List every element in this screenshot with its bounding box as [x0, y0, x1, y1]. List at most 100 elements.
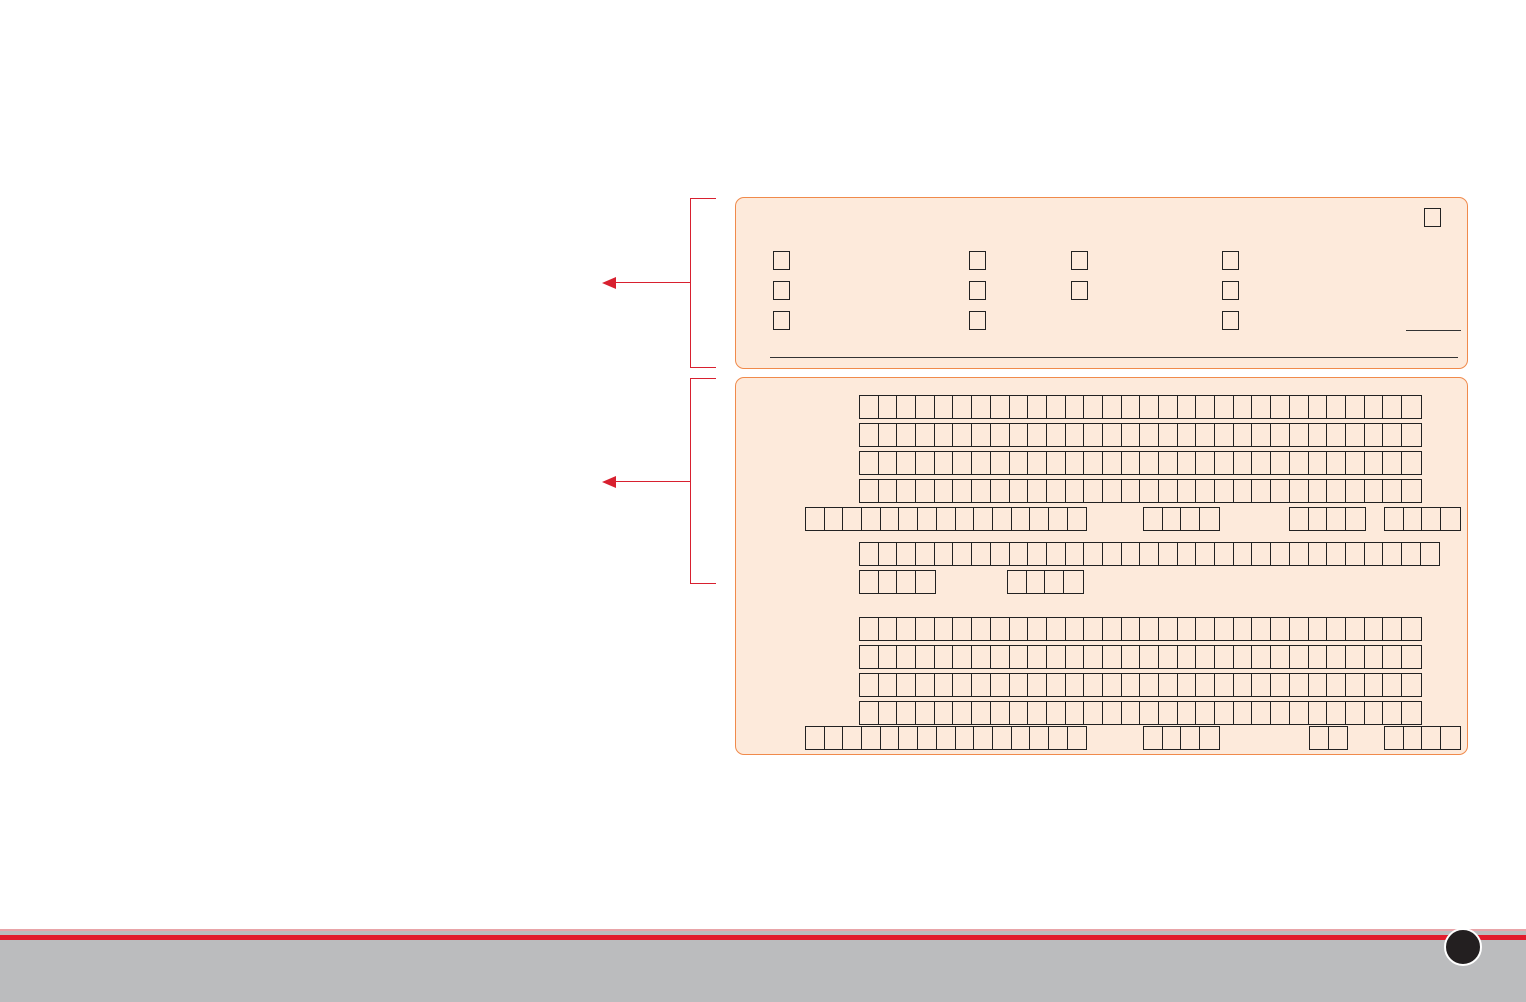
char-cell[interactable] — [916, 618, 935, 640]
char-cell[interactable] — [1234, 543, 1253, 565]
char-cell[interactable] — [1271, 646, 1290, 668]
char-cell[interactable] — [1402, 396, 1421, 418]
char-cell[interactable] — [1178, 480, 1197, 502]
char-cell[interactable] — [1064, 571, 1083, 593]
char-cell[interactable] — [1178, 618, 1197, 640]
char-cell[interactable] — [1215, 480, 1234, 502]
char-cell[interactable] — [1178, 452, 1197, 474]
char-cell[interactable] — [1421, 543, 1440, 565]
char-cell[interactable] — [1103, 646, 1122, 668]
char-cell[interactable] — [1196, 424, 1216, 446]
char-cell[interactable] — [1402, 452, 1421, 474]
char-cell[interactable] — [1309, 480, 1328, 502]
char-cell[interactable] — [1027, 571, 1046, 593]
char-cell[interactable] — [1327, 424, 1346, 446]
char-cell[interactable] — [1252, 480, 1272, 502]
address1-row-2[interactable] — [859, 423, 1422, 447]
char-cell[interactable] — [972, 674, 991, 696]
char-cell[interactable] — [1140, 674, 1159, 696]
char-cell[interactable] — [1196, 480, 1216, 502]
char-cell[interactable] — [860, 396, 879, 418]
signature-line[interactable] — [1406, 330, 1461, 331]
char-cell[interactable] — [972, 452, 991, 474]
char-cell[interactable] — [918, 727, 937, 749]
char-cell[interactable] — [1346, 480, 1365, 502]
char-cell[interactable] — [1084, 543, 1103, 565]
char-cell[interactable] — [1047, 452, 1066, 474]
char-cell[interactable] — [1290, 452, 1309, 474]
char-cell[interactable] — [972, 702, 991, 724]
address1-bottom-field-1[interactable] — [805, 507, 1088, 531]
char-cell[interactable] — [1159, 618, 1178, 640]
char-cell[interactable] — [860, 674, 879, 696]
char-cell[interactable] — [935, 646, 954, 668]
char-cell[interactable] — [1103, 618, 1122, 640]
char-cell[interactable] — [1402, 674, 1421, 696]
char-cell[interactable] — [1383, 646, 1402, 668]
char-cell[interactable] — [1068, 727, 1087, 749]
address1-bottom-field-4[interactable] — [1384, 507, 1461, 531]
char-cell[interactable] — [1346, 618, 1365, 640]
char-cell[interactable] — [1290, 543, 1309, 565]
char-cell[interactable] — [1047, 424, 1066, 446]
char-cell[interactable] — [843, 727, 863, 749]
char-cell[interactable] — [860, 452, 879, 474]
char-cell[interactable] — [1383, 543, 1402, 565]
char-cell[interactable] — [1103, 480, 1122, 502]
address1-row-4[interactable] — [859, 479, 1422, 503]
char-cell[interactable] — [972, 424, 991, 446]
checkbox-r3c2[interactable] — [969, 311, 986, 330]
char-cell[interactable] — [1346, 543, 1365, 565]
char-cell[interactable] — [1271, 618, 1290, 640]
char-cell[interactable] — [1271, 702, 1290, 724]
char-cell[interactable] — [1122, 646, 1141, 668]
char-cell[interactable] — [991, 452, 1010, 474]
char-cell[interactable] — [1140, 543, 1159, 565]
char-cell[interactable] — [1234, 424, 1253, 446]
char-cell[interactable] — [1178, 674, 1197, 696]
char-cell[interactable] — [879, 571, 898, 593]
char-cell[interactable] — [1010, 674, 1029, 696]
char-cell[interactable] — [1346, 396, 1365, 418]
char-cell[interactable] — [825, 727, 844, 749]
char-cell[interactable] — [860, 646, 879, 668]
char-cell[interactable] — [991, 702, 1010, 724]
char-cell[interactable] — [991, 646, 1010, 668]
address2-bottom-field-1[interactable] — [805, 726, 1088, 750]
char-cell[interactable] — [1234, 702, 1253, 724]
char-cell[interactable] — [860, 702, 879, 724]
char-cell[interactable] — [1196, 646, 1216, 668]
char-cell[interactable] — [1010, 618, 1029, 640]
char-cell[interactable] — [881, 727, 900, 749]
char-cell[interactable] — [1215, 702, 1234, 724]
char-cell[interactable] — [1215, 543, 1234, 565]
char-cell[interactable] — [806, 508, 825, 530]
char-cell[interactable] — [1309, 674, 1328, 696]
char-cell[interactable] — [1441, 508, 1460, 530]
char-cell[interactable] — [1163, 508, 1182, 530]
char-cell[interactable] — [1383, 618, 1402, 640]
char-cell[interactable] — [1402, 702, 1421, 724]
char-cell[interactable] — [897, 646, 917, 668]
char-cell[interactable] — [972, 618, 991, 640]
char-cell[interactable] — [1010, 424, 1029, 446]
char-cell[interactable] — [881, 508, 900, 530]
char-cell[interactable] — [1178, 646, 1197, 668]
char-cell[interactable] — [862, 508, 881, 530]
char-cell[interactable] — [953, 674, 973, 696]
char-cell[interactable] — [1066, 702, 1085, 724]
char-cell[interactable] — [953, 396, 973, 418]
char-cell[interactable] — [1385, 508, 1404, 530]
char-cell[interactable] — [1159, 674, 1178, 696]
char-cell[interactable] — [1290, 396, 1309, 418]
char-cell[interactable] — [1028, 452, 1047, 474]
char-cell[interactable] — [1309, 396, 1328, 418]
char-cell[interactable] — [935, 424, 954, 446]
char-cell[interactable] — [1234, 618, 1253, 640]
char-cell[interactable] — [1310, 727, 1329, 749]
char-cell[interactable] — [1327, 508, 1347, 530]
char-cell[interactable] — [937, 508, 956, 530]
char-cell[interactable] — [1030, 727, 1049, 749]
char-cell[interactable] — [1066, 452, 1085, 474]
char-cell[interactable] — [1122, 424, 1141, 446]
